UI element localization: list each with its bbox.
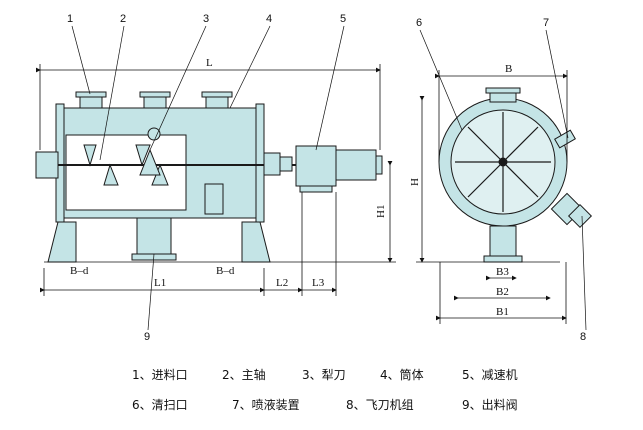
right-leg (241, 221, 271, 263)
plough-spokes (455, 112, 551, 212)
callout-6: 6 (416, 17, 422, 29)
callout-3: 3 (203, 13, 209, 25)
front-view (35, 91, 383, 263)
dim-H1: H1 (375, 205, 387, 218)
callout-7: 7 (543, 17, 549, 29)
callout-leaders-side (419, 29, 587, 331)
side-discharge (489, 225, 517, 257)
dim-H: H (409, 178, 421, 186)
callout-9: 9 (144, 331, 150, 343)
legend-item-1: 1、进料口 (132, 368, 188, 382)
side-outlet (204, 183, 224, 215)
discharge-valve (131, 217, 177, 261)
spray-port (147, 127, 161, 141)
dim-B3: B3 (496, 266, 509, 278)
callout-5: 5 (340, 13, 346, 25)
inlet-ports (75, 91, 233, 109)
callout-8: 8 (580, 331, 586, 343)
flying-knife-unit (550, 192, 593, 229)
right-end-plate (255, 103, 265, 223)
dim-L2: L2 (276, 277, 288, 289)
legend-item-3: 3、犁刀 (302, 368, 346, 382)
callout-2: 2 (120, 13, 126, 25)
side-view (438, 87, 593, 263)
legend-item-8: 8、飞刀机组 (346, 398, 414, 412)
legend-row-2: 6、清扫口 7、喷液装置 8、飞刀机组 9、出料阀 (0, 396, 643, 414)
dim-B2: B2 (496, 286, 509, 298)
spray-device (554, 129, 576, 149)
legend-item-4: 4、筒体 (380, 368, 424, 382)
legend-item-2: 2、主轴 (222, 368, 266, 382)
callout-leaders-front (71, 25, 345, 331)
dim-B: B (505, 63, 512, 75)
callout-1: 1 (67, 13, 73, 25)
dim-L: L (206, 57, 213, 69)
legend-item-5: 5、减速机 (462, 368, 518, 382)
legend-row-1: 1、进料口 2、主轴 3、犁刀 4、筒体 5、减速机 (0, 366, 643, 384)
left-leg (47, 221, 77, 263)
legend-item-6: 6、清扫口 (132, 398, 188, 412)
legend-item-7: 7、喷液装置 (232, 398, 300, 412)
legend-item-9: 9、出料阀 (462, 398, 518, 412)
dim-Bd-right: B–d (216, 265, 235, 277)
dim-L1: L1 (154, 277, 166, 289)
dim-B1: B1 (496, 306, 509, 318)
plough-blades (83, 144, 169, 186)
side-dimensions (416, 70, 568, 324)
callout-4: 4 (266, 13, 272, 25)
reducer-motor (263, 145, 383, 193)
front-dimensions (36, 64, 396, 296)
dim-L3: L3 (312, 277, 325, 289)
left-bearing (35, 151, 59, 179)
dim-Bd-left: B–d (70, 265, 89, 277)
cutaway-opening (65, 134, 187, 211)
